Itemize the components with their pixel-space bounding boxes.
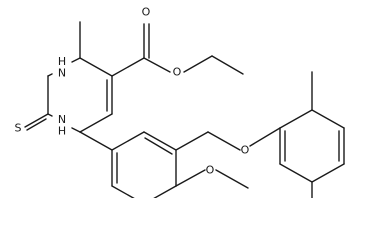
carbonyl-oxygen-label: O xyxy=(142,6,151,19)
ester-oxygen-label: O xyxy=(173,66,182,79)
bond-lines xyxy=(24,21,345,198)
methoxy-oxygen-label: O xyxy=(206,164,215,177)
thione-sulfur-label: S xyxy=(15,122,22,135)
benzyl-ether-oxygen-label: O xyxy=(241,144,250,157)
